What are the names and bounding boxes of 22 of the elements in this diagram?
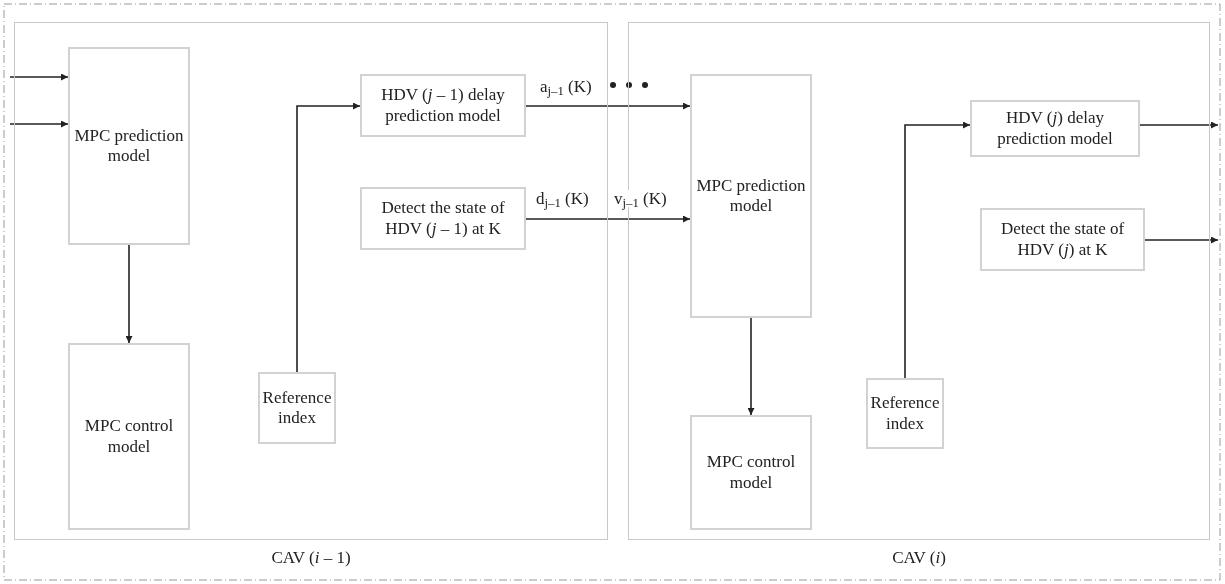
process-box: HDV (j) delay prediction model (970, 100, 1140, 157)
arrow (747, 317, 755, 416)
process-box: Detect the state of HDV (j – 1) at K (360, 187, 526, 250)
process-box: Reference index (866, 378, 944, 449)
arrow (1144, 236, 1219, 244)
process-box: MPC prediction model (690, 74, 812, 318)
arrow (525, 215, 691, 223)
arrow (9, 73, 69, 81)
process-box: MPC control model (690, 415, 812, 530)
process-box: Detect the state of HDV (j) at K (980, 208, 1145, 271)
process-box: HDV (j – 1) delay prediction model (360, 74, 526, 137)
process-box: MPC control model (68, 343, 190, 530)
arrow (296, 102, 361, 373)
arrow (9, 120, 69, 128)
process-box: MPC prediction model (68, 47, 190, 245)
arrow (1139, 121, 1219, 129)
process-box: Reference index (258, 372, 336, 444)
panel-title: CAV (i) (892, 546, 946, 569)
panel-title: CAV (i – 1) (271, 546, 351, 569)
arrow (125, 244, 133, 344)
arrow (904, 121, 971, 379)
arrow (525, 102, 691, 110)
